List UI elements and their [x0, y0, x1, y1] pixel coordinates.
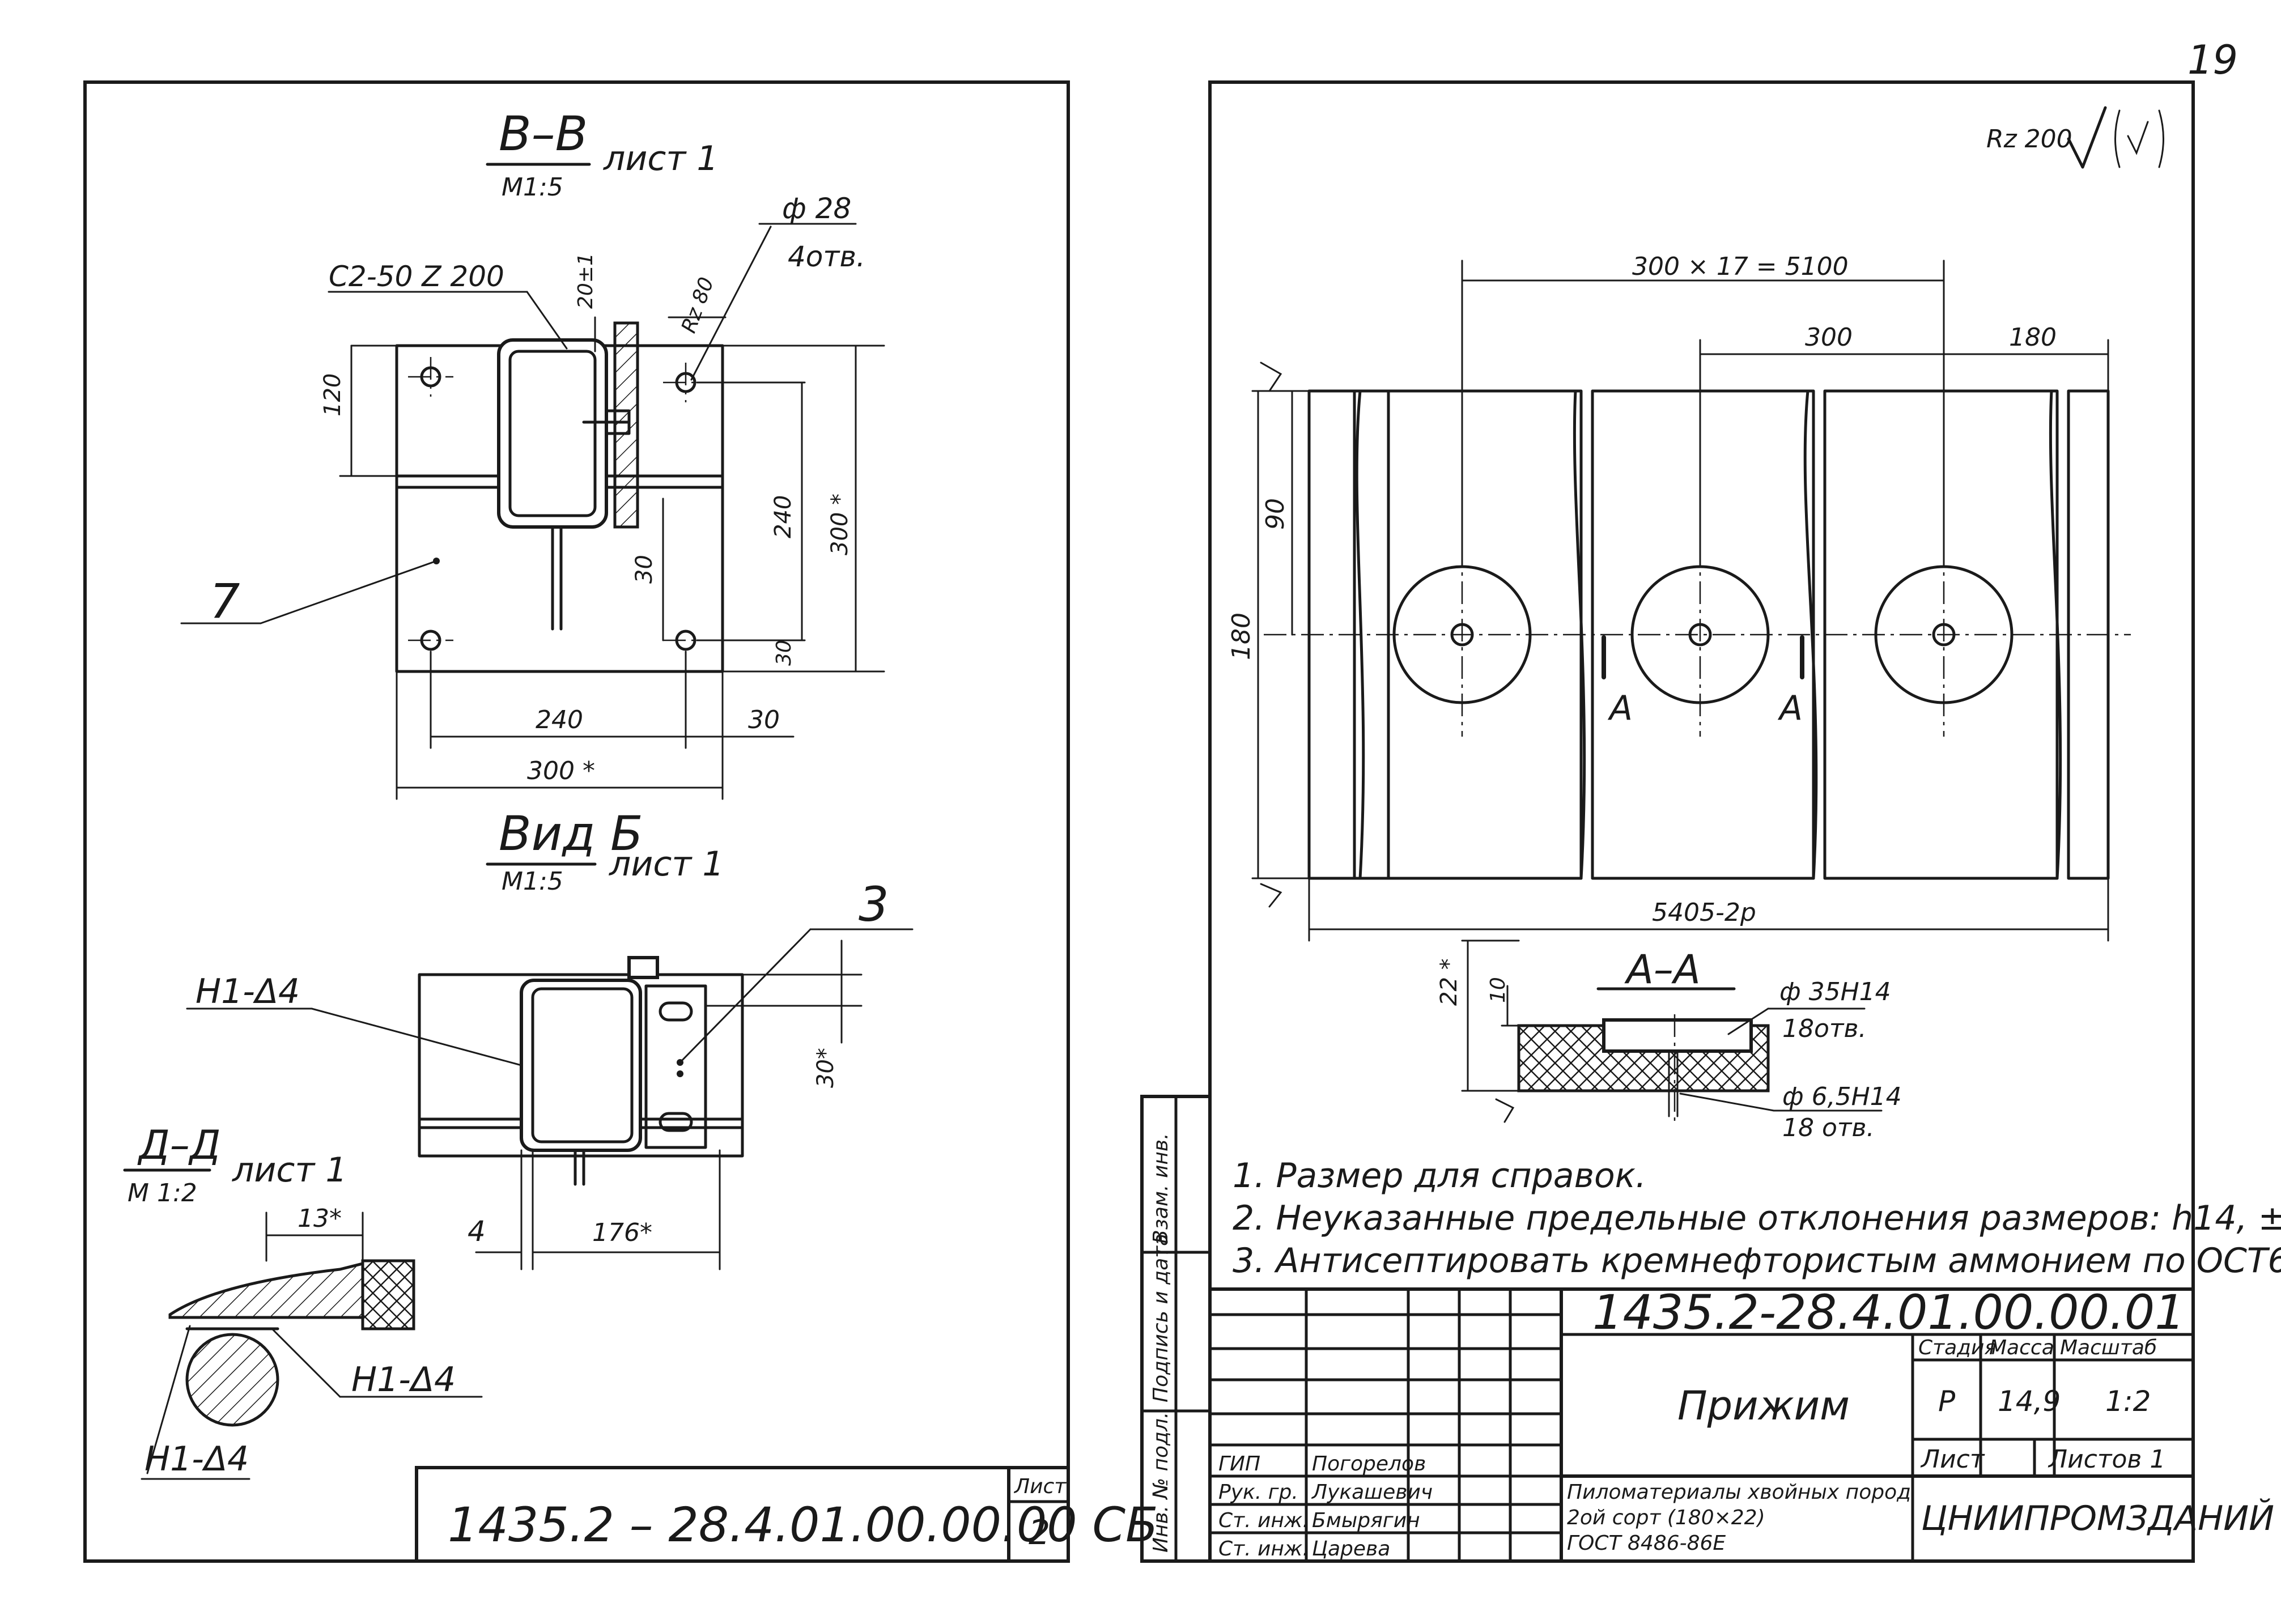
mass-value: 14,9: [1998, 1385, 2061, 1418]
note-3: 3. Антисептировать кремнефтористым аммон…: [1233, 1241, 2281, 1281]
hole-small-count: 18 отв.: [1782, 1113, 1874, 1142]
left-stamp: 1435.2 – 28.4.01.00.00.00 СБ Лист 2: [415, 1466, 1158, 1563]
material-line-2: 2ой сорт (180×22): [1567, 1506, 1765, 1529]
left-stamp-code: 1435.2 – 28.4.01.00.00.00 СБ: [448, 1497, 1158, 1553]
dim-180-side-label: 180: [1227, 613, 1256, 660]
section-vv-label: В–В: [499, 106, 588, 161]
title-code: 1435.2-28.4.01.00.00.01: [1592, 1285, 2185, 1340]
sheets-label: Листов 1: [2048, 1445, 2165, 1474]
weld-h1-label-2: Н1-Δ4: [351, 1360, 456, 1400]
section-dd-label: Д–Д: [137, 1122, 220, 1168]
dim-180-top-label: 180: [2009, 323, 2057, 352]
section-vv-drawing: 120 С2-50 Z 200 20±1 ф 28 4отв. Rz 80 24…: [180, 192, 885, 800]
name-3: Бмырягин: [1312, 1509, 1420, 1532]
dim-10-label: 10: [1486, 977, 1510, 1003]
scale-label: Масштаб: [2060, 1336, 2157, 1359]
title-block: 1435.2-28.4.01.00.00.01 Прижим Стадия Ма…: [1208, 1285, 2274, 1563]
callout-7: 7: [210, 573, 240, 629]
dim-4-label: 4: [468, 1215, 486, 1248]
name-2: Лукашевич: [1311, 1481, 1433, 1504]
view-b-sheet-ref: лист 1: [609, 844, 724, 884]
dim-chain-label: 300 × 17 = 5100: [1632, 252, 1849, 281]
name-1: Погорелов: [1312, 1452, 1426, 1476]
section-aa-label: А–А: [1624, 946, 1701, 993]
dim-22s-label: 22 *: [1436, 958, 1462, 1006]
dim-30-vertical-1: 30: [631, 555, 657, 584]
left-stamp-sheet-label: Лист: [1013, 1475, 1067, 1498]
dim-20-label: 20±1: [574, 253, 597, 309]
dim-300-horizontal: 300 *: [527, 756, 595, 785]
dim-300-vertical: 300 *: [827, 494, 853, 555]
roughness-label: Rz 200: [1986, 125, 2072, 154]
dim-176s-label: 176*: [592, 1218, 652, 1247]
weld-h1-label-1: Н1-Δ4: [196, 972, 300, 1011]
sheet-label: Лист: [1920, 1445, 1985, 1474]
dim-30-vertical-2: 30: [772, 640, 796, 666]
dim-240-horizontal: 240: [536, 705, 583, 734]
hole-big-count: 18отв.: [1782, 1014, 1866, 1043]
roughness-rz80-label: Rz 80: [677, 274, 719, 336]
material-line-3: ГОСТ 8486-86Е: [1567, 1532, 1726, 1555]
section-vv-scale: М1:5: [502, 173, 563, 202]
left-stamp-sheet-value: 2: [1029, 1513, 1050, 1553]
view-b-title: Вид Б М1:5 лист 1: [486, 806, 724, 896]
role-3: Ст. инж.: [1218, 1509, 1309, 1532]
stage-value: Р: [1938, 1385, 1956, 1418]
dim-90-label: 90: [1261, 498, 1290, 530]
dim-5405-label: 5405-2р: [1652, 898, 1756, 927]
left-sheet: В–В М1:5 лист 1: [83, 80, 1158, 1563]
roughness-symbol: Rz 200: [1986, 106, 2164, 169]
stage-label: Стадия: [1918, 1336, 1997, 1359]
hole-diameter-label: ф 28: [782, 192, 851, 225]
dim-30-horizontal: 30: [748, 705, 780, 734]
role-2: Рук. гр.: [1218, 1481, 1298, 1504]
hole-small-label: ф 6,5Н14: [1782, 1082, 1902, 1111]
note-2: 2. Неуказанные предельные отклонения раз…: [1233, 1198, 2281, 1238]
title-name: Прижим: [1677, 1383, 1850, 1429]
section-mark-a-right: А: [1777, 688, 1803, 728]
side-strip: Инв. № подл. Подпись и дата Взам. инв.: [1140, 1095, 1212, 1563]
dim-240-vertical: 240: [770, 495, 796, 538]
right-sheet: Rz 200: [1140, 80, 2281, 1563]
dim-13s-label: 13*: [298, 1204, 342, 1233]
section-dd-scale: М 1:2: [128, 1179, 197, 1208]
view-b-scale: М1:5: [502, 867, 563, 896]
side-label-inv: Инв. № подл.: [1149, 1412, 1173, 1553]
dim-120-label: 120: [320, 373, 346, 416]
side-label-replace: Взам. инв.: [1149, 1133, 1173, 1244]
dim-30s-vertical: 30*: [813, 1048, 839, 1088]
mass-label: Масса: [1989, 1336, 2054, 1359]
view-b-label: Вид Б: [499, 806, 643, 861]
callout-3: 3: [859, 877, 889, 932]
section-mark-a-left: А: [1607, 688, 1633, 728]
weld-h1-label-3: Н1-Δ4: [145, 1439, 249, 1479]
section-dd-sheet-ref: лист 1: [232, 1150, 347, 1190]
note-1: 1. Размер для справок.: [1233, 1156, 1646, 1196]
organization: ЦНИИПРОМЗДАНИЙ: [1921, 1498, 2274, 1538]
weld-c2-label: С2-50 Z 200: [329, 260, 504, 293]
notes: 1. Размер для справок. 2. Неуказанные пр…: [1233, 1156, 2281, 1281]
section-aa: А–А 22 * 10 ф 35Н14 18отв. ф 6,5Н14 18 о…: [1436, 939, 1902, 1142]
dim-300-label: 300: [1805, 323, 1853, 352]
section-vv-title: В–В М1:5 лист 1: [486, 106, 719, 202]
page-number: 19: [2187, 37, 2238, 83]
view-b-drawing: Н1-Δ4 3 30* 4 176*: [186, 877, 914, 1270]
section-dd: Д–Д М 1:2 лист 1 13* Н1-Δ4 Н1-Δ4: [123, 1122, 483, 1480]
section-vv-sheet-ref: лист 1: [603, 139, 719, 178]
hole-big-label: ф 35Н14: [1779, 977, 1891, 1006]
side-label-sign: Подпись и дата: [1149, 1234, 1173, 1402]
name-4: Царева: [1312, 1537, 1390, 1561]
hole-count-label: 4отв.: [788, 240, 865, 273]
plan-view: 300 × 17 = 5100 300 180 90 180 А А 5405-…: [1227, 252, 2131, 942]
role-1: ГИП: [1218, 1452, 1260, 1476]
role-4: Ст. инж.: [1218, 1537, 1309, 1561]
material-line-1: Пиломатериалы хвойных пород: [1567, 1481, 1911, 1504]
scale-value: 1:2: [2105, 1385, 2151, 1418]
